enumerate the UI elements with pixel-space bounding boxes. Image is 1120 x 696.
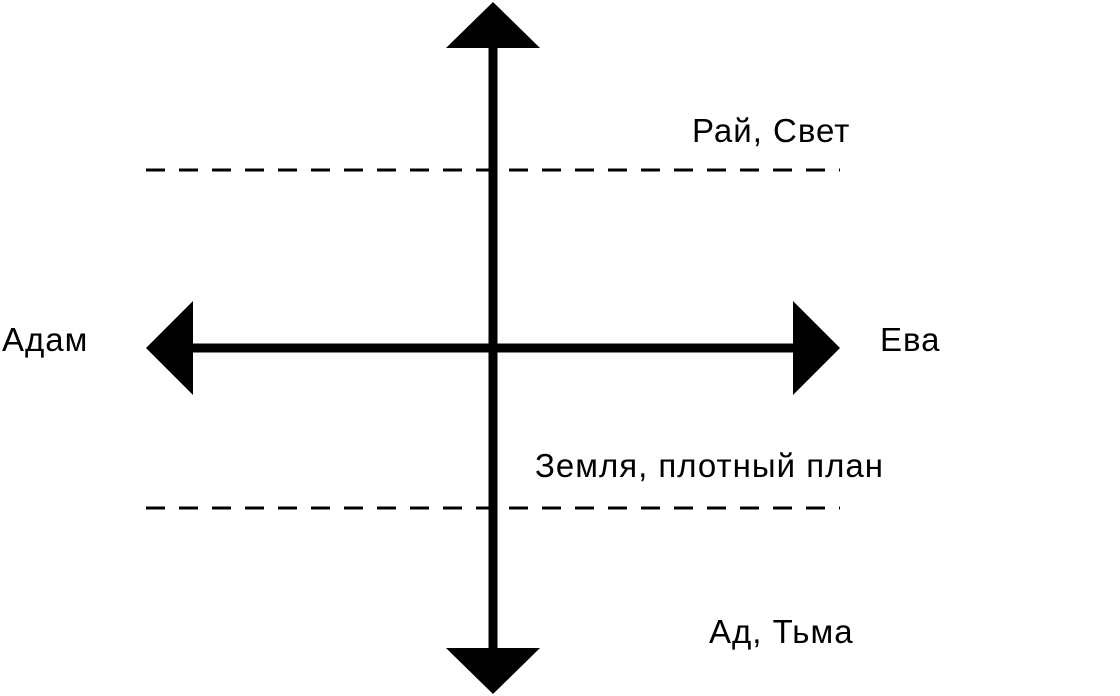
middle-region-label: Земля, плотный план xyxy=(535,447,884,484)
right-axis-label: Ева xyxy=(880,321,941,358)
down-arrowhead-icon xyxy=(446,648,540,694)
up-arrowhead-icon xyxy=(446,2,540,48)
left-arrowhead-icon xyxy=(146,301,193,395)
left-axis-label: Адам xyxy=(2,321,88,358)
lower-region-label: Ад, Тьма xyxy=(709,613,854,650)
right-arrowhead-icon xyxy=(793,301,840,395)
upper-region-label: Рай, Свет xyxy=(692,112,850,149)
